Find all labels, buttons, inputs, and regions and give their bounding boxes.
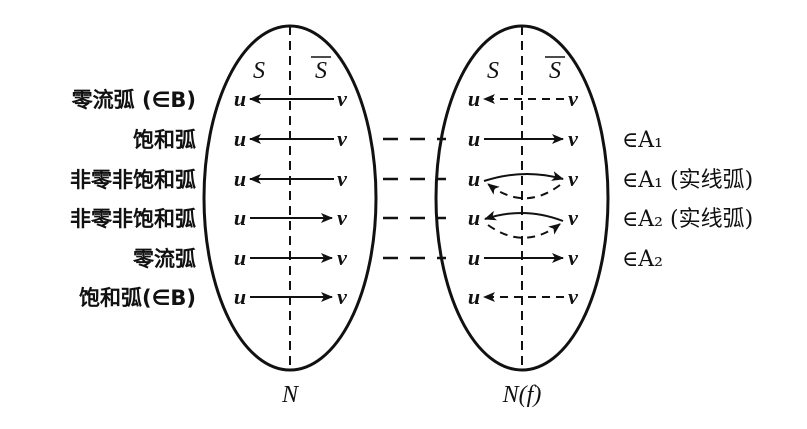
right-node-v-4: v [568,205,578,230]
left-node-v-1: v [337,86,347,111]
set-label-row-2: ∈A₁ [622,128,663,153]
left-node-u-3: u [234,166,246,191]
right-node-u-1: u [468,86,480,111]
left-node-u-4: u [234,205,246,230]
set-label-row-5: ∈A₂ [622,247,663,272]
right-node-v-6: v [568,284,578,309]
left-node-u-5: u [234,245,246,270]
right-node-u-2: u [468,126,480,151]
left-node-v-2: v [337,126,347,151]
row-labels: 零流弧 (∈B) 饱和弧 非零非饱和弧 非零非饱和弧 零流弧 饱和弧(∈B) [70,88,196,310]
left-node-v-3: v [337,166,347,191]
right-node-u-6: u [468,284,480,309]
row-label-4: 非零非饱和弧 [70,207,196,231]
right-arc-3-back [487,183,561,200]
row-label-2: 饱和弧 [133,128,196,152]
row-label-1: 零流弧 (∈B) [71,88,196,112]
left-s-label: S [253,58,265,84]
right-node-v-5: v [568,245,578,270]
right-arcs [483,94,564,302]
right-sbar-label: S [549,58,561,84]
right-node-v-3: v [568,166,578,191]
left-node-v-4: v [337,205,347,230]
left-node-v-5: v [337,245,347,270]
left-node-v-6: v [337,284,347,309]
row-label-5: 零流弧 [132,247,196,271]
right-node-v-2: v [568,126,578,151]
right-arc-4-back [487,223,561,239]
left-sbar-label: S [315,58,327,84]
graph-nf: S S N(f) u v u v u v u v u v u v [434,24,610,408]
right-node-u-3: u [468,166,480,191]
right-arc-3-forward [483,171,564,182]
left-nodes: u v u v u v u v u v u v [234,86,347,309]
right-node-u-5: u [468,245,480,270]
graph-n: S S N u v u v u v u v u v u v [202,24,378,408]
right-arc-4-forward [484,210,564,222]
row-links [383,137,446,260]
set-labels: ∈A₁ ∈A₁ (实线弧) ∈A₂ (实线弧) ∈A₂ [622,128,753,272]
right-nodes: u v u v u v u v u v u v [468,86,578,309]
left-caption: N [281,382,300,408]
right-node-u-4: u [468,205,480,230]
left-node-u-1: u [234,86,246,111]
right-node-v-1: v [568,86,578,111]
set-label-row-4: ∈A₂ (实线弧) [622,207,753,232]
left-arcs [249,94,334,302]
row-label-6: 饱和弧(∈B) [79,286,196,310]
right-caption: N(f) [502,382,542,408]
left-node-u-6: u [234,284,246,309]
row-label-3: 非零非饱和弧 [70,168,196,192]
right-s-label: S [487,58,499,84]
set-label-row-3: ∈A₁ (实线弧) [622,168,753,193]
left-node-u-2: u [234,126,246,151]
